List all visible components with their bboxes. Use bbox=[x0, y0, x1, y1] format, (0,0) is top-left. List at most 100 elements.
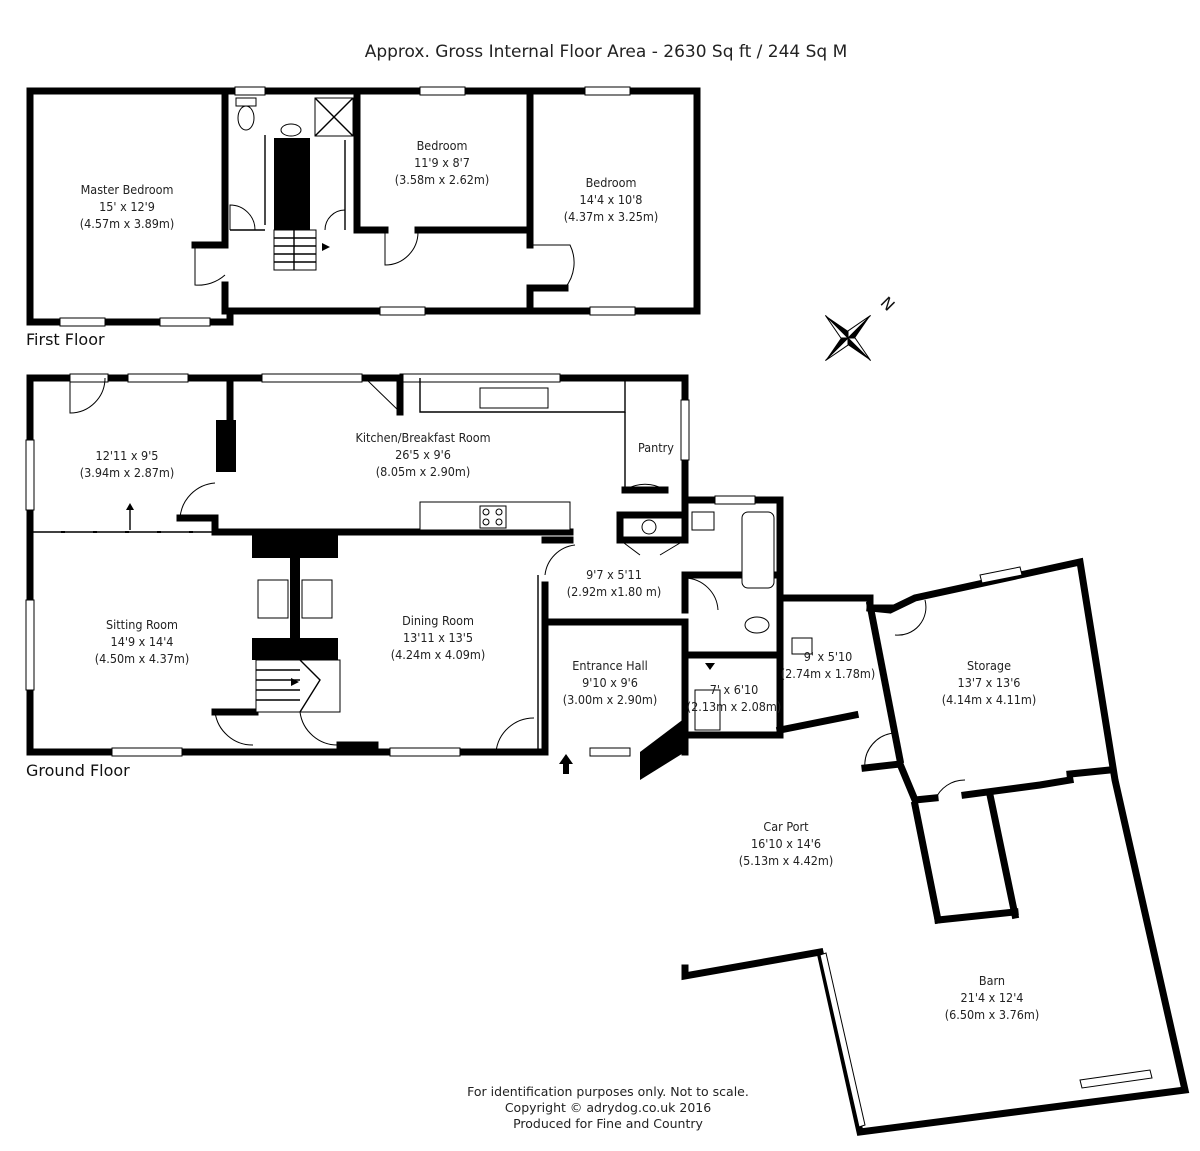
room-size-imperial: 7' x 6'10 bbox=[710, 682, 759, 697]
room-size-imperial: 16'10 x 14'6 bbox=[751, 836, 821, 851]
room-name: Dining Room bbox=[402, 613, 474, 628]
window bbox=[25, 599, 35, 691]
stair-direction-icon bbox=[291, 678, 299, 686]
stair-direction-icon bbox=[705, 663, 715, 670]
window bbox=[69, 373, 109, 383]
sink-icon bbox=[479, 387, 549, 409]
window bbox=[419, 86, 466, 96]
room-label-car-port: Car Port 16'10 x 14'6 (5.13m x 4.42m) bbox=[739, 819, 834, 868]
room-size-imperial: 26'5 x 9'6 bbox=[395, 447, 451, 462]
room-size-imperial: 11'9 x 8'7 bbox=[414, 155, 470, 170]
room-size-imperial: 21'4 x 12'4 bbox=[961, 990, 1024, 1005]
door-swing bbox=[324, 209, 346, 231]
room-label-sitting-room: Sitting Room 14'9 x 14'4 (4.50m x 4.37m) bbox=[95, 617, 190, 666]
window bbox=[379, 306, 426, 316]
window bbox=[680, 399, 690, 461]
fireplace-icon bbox=[257, 579, 289, 619]
window bbox=[59, 317, 106, 327]
room-label-bedroom-3: Bedroom 14'4 x 10'8 (4.37m x 3.25m) bbox=[564, 175, 659, 224]
room-label-utility: 9'7 x 5'11 (2.92m x1.80 m) bbox=[567, 567, 662, 599]
room-label-kitchen: Kitchen/Breakfast Room 26'5 x 9'6 (8.05m… bbox=[355, 430, 490, 479]
window bbox=[111, 747, 183, 757]
storage-wall bbox=[865, 600, 905, 765]
staircase bbox=[255, 659, 341, 713]
room-size-metric: (2.92m x1.80 m) bbox=[567, 584, 662, 599]
room-size-imperial: 9'10 x 9'6 bbox=[582, 675, 638, 690]
room-name: Bedroom bbox=[586, 175, 637, 190]
room-label-barn: Barn 21'4 x 12'4 (6.50m x 3.76m) bbox=[945, 973, 1040, 1022]
basin-icon bbox=[280, 123, 302, 137]
room-size-imperial: 12'11 x 9'5 bbox=[96, 448, 159, 463]
chimney-breast bbox=[640, 718, 685, 780]
window bbox=[1079, 1069, 1153, 1089]
first-floor-outer-wall bbox=[26, 87, 701, 326]
room-name: Storage bbox=[967, 658, 1011, 673]
window bbox=[584, 86, 631, 96]
arrow-icon bbox=[126, 503, 134, 510]
door-swing bbox=[364, 377, 401, 413]
room-name: Sitting Room bbox=[106, 617, 178, 632]
room-size-imperial: 13'11 x 13'5 bbox=[403, 630, 473, 645]
plan-title: Approx. Gross Internal Floor Area - 2630… bbox=[365, 42, 848, 62]
interior-wall bbox=[910, 800, 943, 925]
door-swing bbox=[299, 711, 339, 746]
staircase bbox=[273, 229, 317, 271]
footer-disclaimer: For identification purposes only. Not to… bbox=[467, 1084, 749, 1099]
door-swing bbox=[684, 577, 719, 611]
door-swing bbox=[69, 377, 106, 414]
window bbox=[25, 439, 35, 511]
window bbox=[159, 317, 211, 327]
room-size-metric: (5.13m x 4.42m) bbox=[739, 853, 834, 868]
room-label-store-small: 7' x 6'10 (2.13m x 2.08m) bbox=[687, 682, 782, 714]
window bbox=[589, 306, 636, 316]
room-size-metric: (4.24m x 4.09m) bbox=[391, 647, 486, 662]
window bbox=[127, 373, 189, 383]
window bbox=[234, 86, 266, 96]
window bbox=[979, 566, 1023, 584]
door-swing bbox=[934, 779, 966, 801]
opening bbox=[819, 952, 866, 1128]
room-size-metric: (8.05m x 2.90m) bbox=[376, 464, 471, 479]
basin-icon bbox=[691, 511, 715, 531]
room-name: Master Bedroom bbox=[81, 182, 174, 197]
sink-icon bbox=[791, 637, 813, 655]
room-label-dining-room: Dining Room 13'11 x 13'5 (4.24m x 4.09m) bbox=[391, 613, 486, 662]
stair-direction-icon bbox=[322, 243, 330, 251]
room-size-imperial: 14'9 x 14'4 bbox=[111, 634, 174, 649]
storage-wall bbox=[961, 775, 1075, 799]
room-size-imperial: 15' x 12'9 bbox=[99, 199, 155, 214]
door-swing bbox=[619, 539, 686, 556]
room-size-metric: (3.00m x 2.90m) bbox=[563, 692, 658, 707]
footer-producer: Produced for Fine and Country bbox=[513, 1116, 703, 1131]
window bbox=[261, 373, 363, 383]
compass-north-label: N bbox=[877, 293, 899, 315]
outbuilding-outer-wall bbox=[681, 557, 1190, 1136]
toilet-icon bbox=[237, 105, 255, 131]
room-size-metric: (2.13m x 2.08m) bbox=[687, 699, 782, 714]
room-label-bedroom-2: Bedroom 11'9 x 8'7 (3.58m x 2.62m) bbox=[395, 138, 490, 187]
room-name: Barn bbox=[979, 973, 1005, 988]
first-floor: Master Bedroom 15' x 12'9 (4.57m x 3.89m… bbox=[26, 86, 701, 349]
storage-wall bbox=[861, 760, 939, 804]
door-swing bbox=[179, 482, 216, 519]
room-label-master-bedroom: Master Bedroom 15' x 12'9 (4.57m x 3.89m… bbox=[80, 182, 175, 231]
window bbox=[389, 747, 461, 757]
room-name: Entrance Hall bbox=[572, 658, 648, 673]
door-swing bbox=[624, 483, 666, 491]
room-name: Bedroom bbox=[417, 138, 468, 153]
room-size-imperial: 14'4 x 10'8 bbox=[580, 192, 643, 207]
toilet-icon bbox=[744, 616, 770, 634]
room-label-storage: Storage 13'7 x 13'6 (4.14m x 4.11m) bbox=[942, 658, 1037, 707]
footer-notes: For identification purposes only. Not to… bbox=[467, 1084, 749, 1131]
cupboard bbox=[694, 689, 721, 731]
floor-label-ground: Ground Floor bbox=[26, 761, 130, 780]
room-name: Kitchen/Breakfast Room bbox=[355, 430, 490, 445]
bath-icon bbox=[741, 511, 775, 589]
door-swing bbox=[894, 599, 927, 636]
room-name: Car Port bbox=[763, 819, 809, 834]
chimney-breast bbox=[216, 420, 236, 472]
room-size-metric: (4.14m x 4.11m) bbox=[942, 692, 1037, 707]
room-label-left-room: 12'11 x 9'5 (3.94m x 2.87m) bbox=[80, 448, 175, 480]
chimney-stack bbox=[290, 558, 300, 638]
room-size-imperial: 9'7 x 5'11 bbox=[586, 567, 642, 582]
